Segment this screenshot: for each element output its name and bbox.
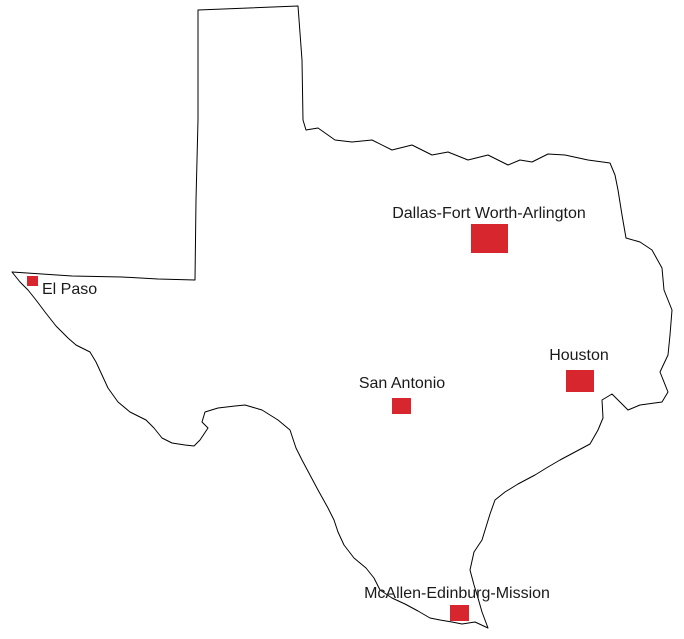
city-marker-houston <box>566 370 594 392</box>
city-label-houston: Houston <box>549 347 609 364</box>
city-label-mcallen: McAllen-Edinburg-Mission <box>364 585 550 602</box>
texas-state-outline <box>11 5 673 629</box>
city-label-el-paso: El Paso <box>42 281 97 298</box>
city-label-san-antonio: San Antonio <box>359 375 445 392</box>
city-marker-dallas <box>471 224 508 253</box>
city-marker-san-antonio <box>392 398 411 414</box>
city-label-dallas: Dallas-Fort Worth-Arlington <box>392 205 586 222</box>
city-marker-el-paso <box>27 276 38 286</box>
city-marker-mcallen <box>450 605 469 621</box>
